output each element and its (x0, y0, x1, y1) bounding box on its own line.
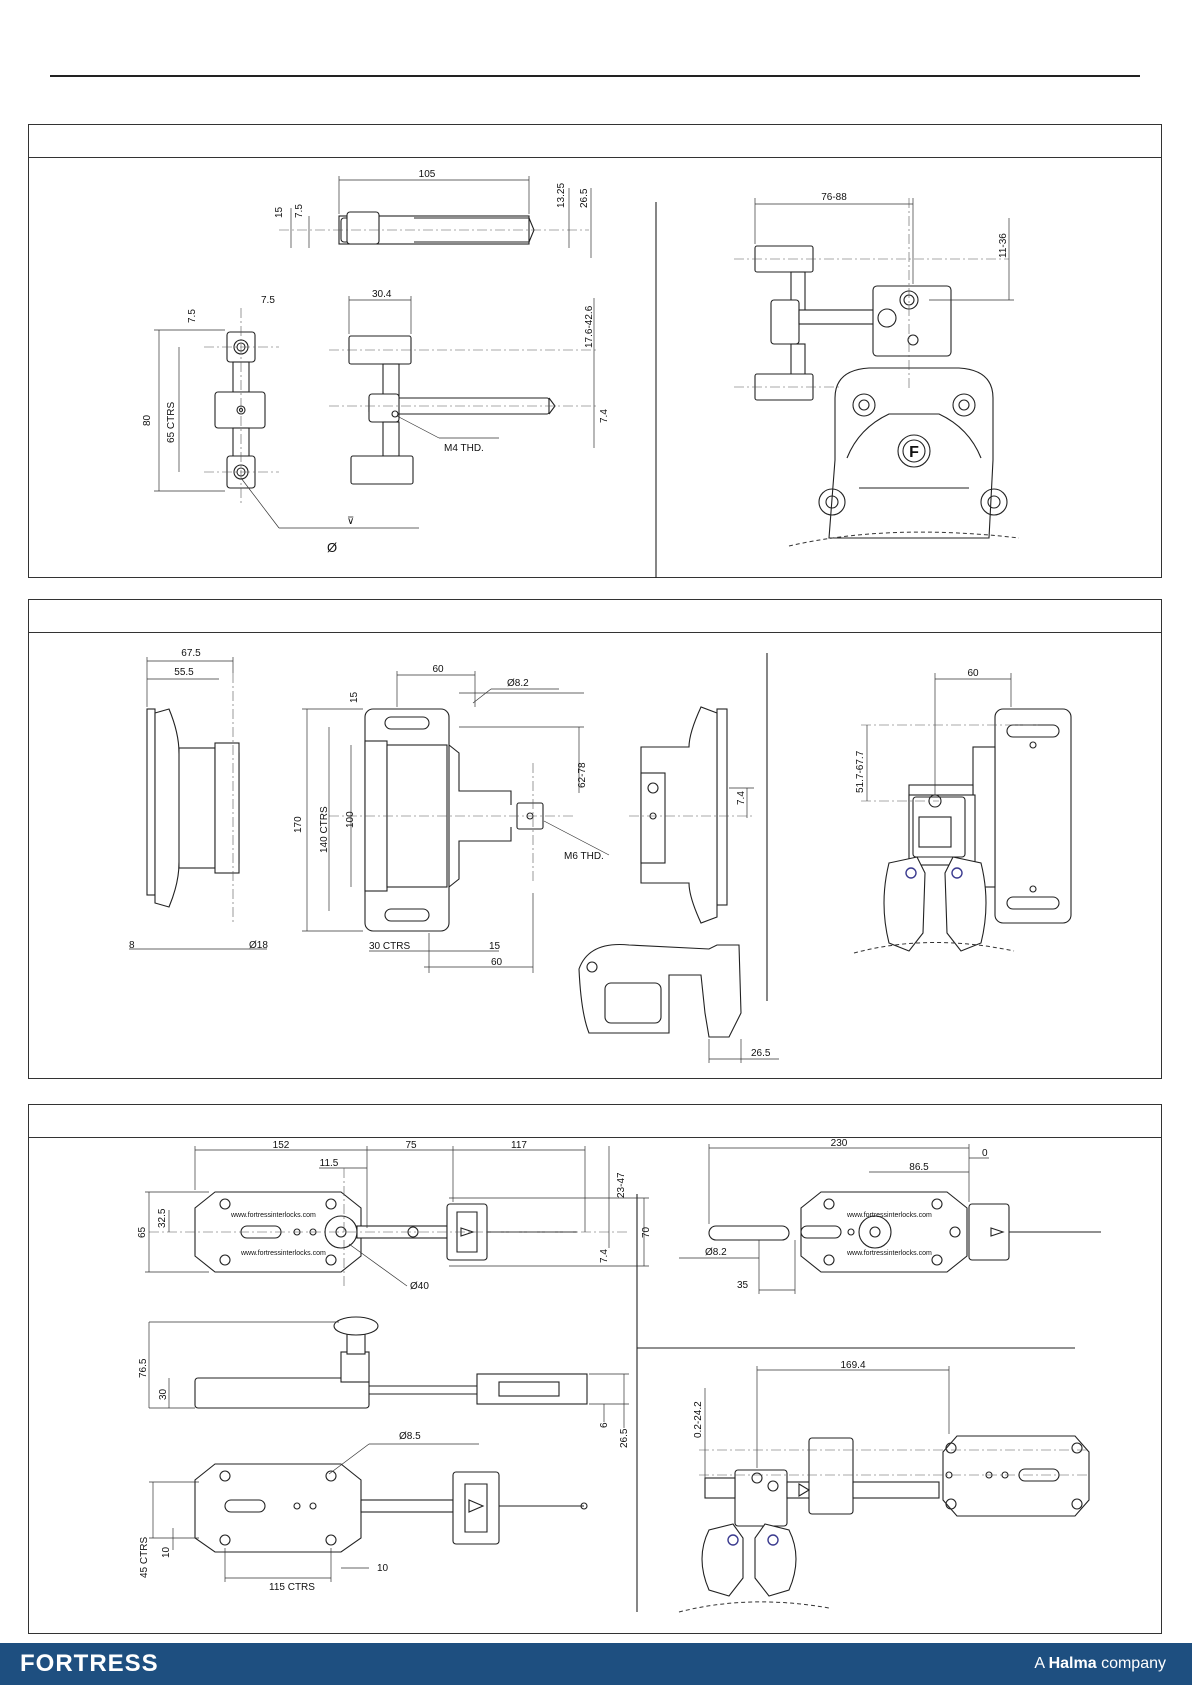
dim-30: 30 (158, 1388, 169, 1400)
dim-11-5: 11.5 (320, 1158, 339, 1169)
panel-header (29, 600, 1161, 633)
dim-26-5: 26.5 (579, 188, 590, 208)
dim-7-5c: 7.5 (187, 309, 198, 323)
dim-26-5: 26.5 (751, 1048, 771, 1059)
dim-76-88: 76-88 (821, 192, 847, 203)
dim-dia-8-2: Ø8.2 (705, 1247, 727, 1258)
dim-55-5: 55.5 (174, 667, 194, 678)
dim-26-5: 26.5 (619, 1428, 630, 1448)
top-rule (50, 75, 1140, 77)
panel-1-drawing: 105 15 7.5 13.25 26.5 7.5 (142, 169, 1020, 578)
dim-13-25: 13.25 (556, 183, 567, 208)
engraving-text: www.fortressinterlocks.com (230, 1212, 316, 1219)
dim-15: 15 (274, 206, 285, 218)
dim-dia-8-5: Ø8.5 (399, 1431, 421, 1442)
dim-dia-40: Ø40 (410, 1281, 429, 1292)
footer-bar: FORTRESS A Halma company (0, 1643, 1192, 1685)
dim-35: 35 (737, 1280, 749, 1291)
dim-65-ctrs: 65 CTRS (166, 402, 177, 443)
top-side-view (279, 176, 589, 245)
dim-7-4: 7.4 (599, 409, 610, 423)
dim-51-7-67-7: 51.7-67.7 (855, 750, 866, 793)
dim-dia-8-2: Ø8.2 (507, 678, 529, 689)
plan-view-right: www.fortressinterlocks.com www.fortressi… (679, 1144, 1101, 1294)
dim-7-4: 7.4 (599, 1249, 610, 1263)
dim-76-5: 76.5 (138, 1358, 149, 1378)
fortress-f-logo: F (909, 444, 919, 461)
dim-115-ctrs: 115 CTRS (269, 1582, 315, 1593)
tagline-halma: Halma (1048, 1655, 1097, 1672)
dim-75: 75 (405, 1140, 417, 1151)
engraving-text: www.fortressinterlocks.com (846, 1212, 932, 1219)
dim-10-a: 10 (161, 1546, 172, 1558)
dim-60-right: 60 (967, 668, 979, 679)
dim-80: 80 (142, 414, 153, 426)
dim-32-5: 32.5 (157, 1208, 168, 1228)
dim-169-4: 169.4 (840, 1360, 865, 1371)
dim-140-ctrs: 140 CTRS (319, 806, 330, 853)
dim-70: 70 (641, 1226, 652, 1238)
brand-logo: FORTRESS (20, 1650, 159, 1677)
installed-view-3 (678, 1366, 1090, 1613)
m4-thread-note: M4 THD. (444, 443, 484, 454)
m6-thread-note: M6 THD. (564, 851, 604, 862)
dim-6: 6 (599, 1422, 610, 1428)
dim-67-5: 67.5 (181, 648, 201, 659)
dim-30-4: 30.4 (372, 289, 392, 300)
panel-2-drawing: 67.5 55.5 8 Ø18 (129, 648, 1072, 1063)
plan-view-bottom (149, 1443, 588, 1582)
drawing-panel-2: 67.5 55.5 8 Ø18 (28, 599, 1162, 1079)
tagline-prefix: A (1034, 1655, 1049, 1672)
panel-header (29, 1105, 1161, 1138)
panel-header (29, 125, 1161, 158)
dim-62-78: 62-78 (577, 762, 588, 788)
handle-front-view (302, 671, 584, 973)
dim-11-36: 11-36 (998, 233, 1009, 258)
dim-100: 100 (345, 811, 356, 828)
bracket-view (578, 943, 779, 1063)
dim-65: 65 (137, 1226, 148, 1238)
dim-0-2-24-2: 0.2-24.2 (693, 1401, 704, 1438)
side-view-lower (148, 1316, 629, 1428)
front-view (154, 308, 419, 529)
dim-diameter: Ø (327, 540, 337, 555)
side-view (329, 296, 599, 485)
dim-17-6-42-6: 17.6-42.6 (584, 305, 595, 348)
tagline-suffix: company (1096, 1655, 1166, 1672)
installed-view: F (734, 198, 1020, 547)
dim-230: 230 (831, 1138, 848, 1149)
drawing-panel-3: www.fortressinterlocks.com www.fortressi… (28, 1104, 1162, 1634)
dim-170: 170 (293, 816, 304, 833)
dim-0: 0 (982, 1148, 988, 1159)
end-view (129, 657, 267, 950)
drawing-panel-1: 105 15 7.5 13.25 26.5 7.5 (28, 124, 1162, 578)
panel-3-drawing: www.fortressinterlocks.com www.fortressi… (137, 1138, 1101, 1613)
dim-117: 117 (511, 1140, 527, 1151)
engraving-text: www.fortressinterlocks.com (846, 1250, 932, 1257)
dim-23-47: 23-47 (616, 1172, 627, 1198)
dim-15-a: 15 (349, 691, 360, 703)
engraving-text: www.fortressinterlocks.com (240, 1250, 326, 1257)
dim-10-b: 10 (377, 1563, 389, 1574)
dim-30-ctrs: 30 CTRS (369, 941, 410, 952)
dim-dia-18: Ø18 (249, 940, 268, 951)
installed-view-2 (853, 673, 1072, 954)
dim-60-top: 60 (432, 664, 444, 675)
dim-86-5: 86.5 (909, 1162, 929, 1173)
dim-8: 8 (129, 940, 135, 951)
dim-7-5: 7.5 (294, 204, 305, 218)
dim-7-5b: 7.5 (261, 295, 275, 306)
dim-depth-symbol: ⊽ (347, 516, 354, 527)
handle-side-view (629, 706, 754, 924)
dim-7-4: 7.4 (736, 791, 747, 805)
dim-45-ctrs: 45 CTRS (139, 1537, 150, 1578)
halma-tagline: A Halma company (1034, 1655, 1166, 1673)
dim-105: 105 (419, 169, 436, 180)
dim-152: 152 (273, 1140, 290, 1151)
dim-15-b: 15 (489, 941, 501, 952)
dim-60-bottom: 60 (491, 957, 503, 968)
plan-view-top: www.fortressinterlocks.com www.fortressi… (145, 1146, 649, 1288)
